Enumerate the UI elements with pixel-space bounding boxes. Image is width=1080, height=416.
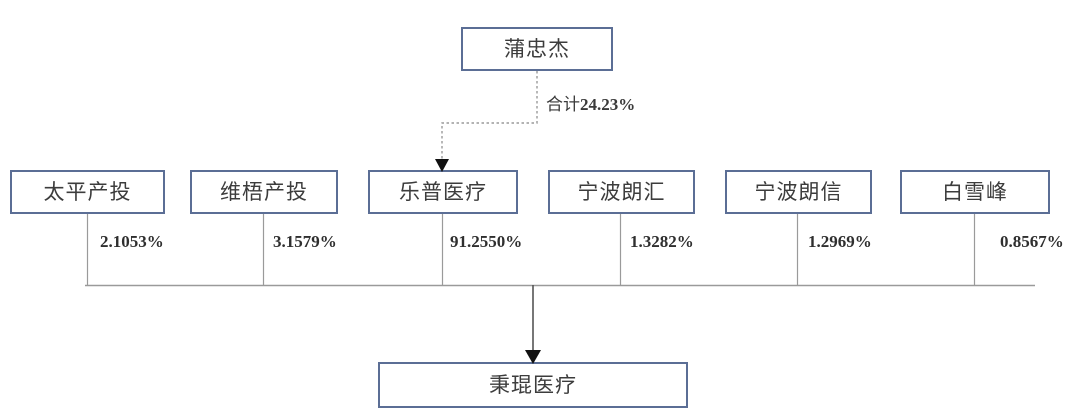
- node-box-shareholder-6[interactable]: 白雪峰: [900, 170, 1050, 214]
- node-box-subject-company[interactable]: 秉琨医疗: [378, 362, 688, 408]
- node-label-shareholder-2: 维梧产投: [220, 179, 308, 204]
- total-holding-label: 合计24.23%: [546, 96, 635, 113]
- percent-label-shareholder-5: 1.2969%: [808, 232, 872, 251]
- dashed-control-connector: [435, 71, 538, 172]
- node-box-shareholder-4[interactable]: 宁波朗汇: [548, 170, 695, 214]
- node-box-shareholder-1[interactable]: 太平产投: [10, 170, 165, 214]
- total-holding-prefix: 合计: [546, 95, 580, 114]
- node-box-shareholder-3[interactable]: 乐普医疗: [368, 170, 518, 214]
- subject-company-connector: [525, 285, 541, 364]
- percent-label-shareholder-4: 1.3282%: [630, 232, 694, 251]
- node-box-shareholder-5[interactable]: 宁波朗信: [725, 170, 872, 214]
- percent-label-shareholder-3: 91.2550%: [450, 232, 523, 251]
- node-label-subject-company: 秉琨医疗: [489, 372, 577, 397]
- node-label-shareholder-5: 宁波朗信: [754, 179, 843, 204]
- node-label-shareholder-6: 白雪峰: [942, 179, 1008, 204]
- percent-label-shareholder-1: 2.1053%: [100, 232, 164, 251]
- percent-label-shareholder-6: 0.8567%: [1000, 232, 1064, 251]
- node-box-top-shareholder[interactable]: 蒲忠杰: [461, 27, 613, 71]
- node-label-top-shareholder: 蒲忠杰: [504, 36, 570, 61]
- node-label-shareholder-1: 太平产投: [43, 179, 132, 204]
- percent-label-shareholder-2: 3.1579%: [273, 232, 337, 251]
- node-label-shareholder-4: 宁波朗汇: [577, 179, 666, 204]
- total-holding-value: 24.23%: [580, 95, 636, 114]
- node-box-shareholder-2[interactable]: 维梧产投: [190, 170, 338, 214]
- node-label-shareholder-3: 乐普医疗: [399, 179, 487, 204]
